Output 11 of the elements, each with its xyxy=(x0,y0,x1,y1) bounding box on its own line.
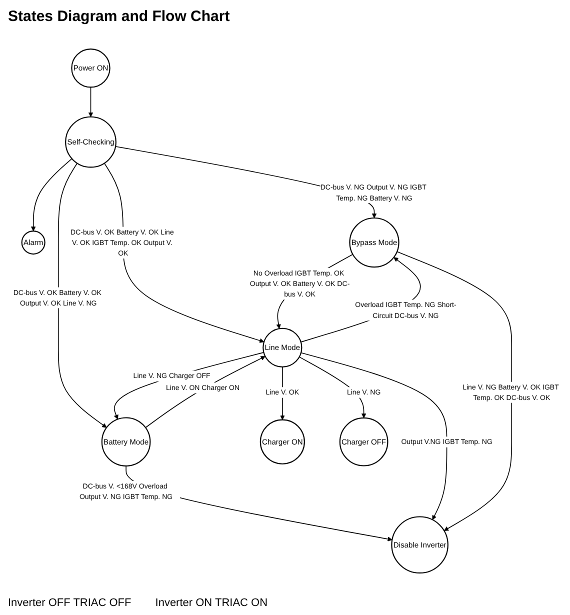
diagram-title: States Diagram and Flow Chart xyxy=(7,7,231,27)
arrow xyxy=(114,352,264,420)
arrow xyxy=(88,86,94,118)
arrow xyxy=(396,251,512,531)
arrow xyxy=(300,352,448,520)
arrow xyxy=(145,356,266,428)
transition-note: Inverter ON TRIAC ON xyxy=(155,597,268,609)
arrow xyxy=(58,162,107,428)
arrow xyxy=(30,158,72,232)
transition-note: Inverter OFF TRIAC OFF xyxy=(8,597,132,609)
arrow xyxy=(104,162,264,343)
